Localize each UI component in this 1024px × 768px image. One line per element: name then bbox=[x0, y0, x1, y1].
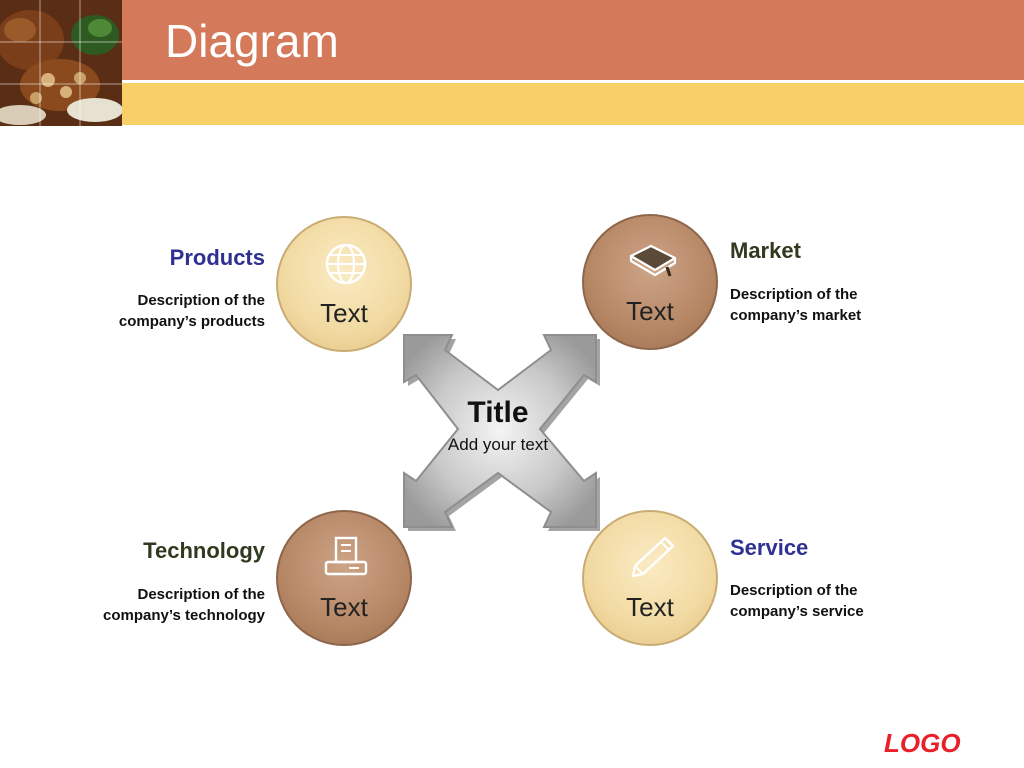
service-circle-text: Text bbox=[626, 592, 674, 622]
service-circle: Text bbox=[582, 510, 718, 646]
subheader-bar bbox=[120, 83, 1024, 125]
technology-description: Description of the company’s technology bbox=[103, 586, 265, 624]
company-logo: LOGO bbox=[884, 728, 961, 758]
technology-circle-text: Text bbox=[320, 592, 368, 622]
four-way-arrow-shape bbox=[403, 334, 600, 531]
products-description: Description of the company’s products bbox=[118, 292, 265, 330]
market-description: Description of the company’s market bbox=[730, 286, 862, 324]
products-heading: Products bbox=[169, 245, 265, 270]
market-heading: Market bbox=[730, 238, 801, 263]
market-circle-text: Text bbox=[626, 296, 674, 326]
center-subtitle: Add your text bbox=[447, 435, 549, 454]
center-title: Title bbox=[467, 396, 529, 429]
slide-title: Diagram bbox=[165, 15, 339, 67]
header-bar bbox=[0, 0, 1024, 80]
globe-icon bbox=[325, 243, 367, 284]
products-circle-text: Text bbox=[320, 298, 368, 328]
book-icon bbox=[629, 244, 677, 277]
header-divider bbox=[120, 80, 1024, 83]
market-circle: Text bbox=[582, 214, 718, 350]
service-description: Description of the company’s service bbox=[730, 582, 864, 620]
computer-icon bbox=[324, 536, 368, 576]
technology-heading: Technology bbox=[143, 538, 265, 563]
technology-circle: Text bbox=[276, 510, 412, 646]
products-circle: Text bbox=[276, 216, 412, 352]
service-heading: Service bbox=[730, 535, 809, 560]
header-food-photo bbox=[0, 0, 122, 126]
pencil-icon bbox=[631, 536, 675, 578]
